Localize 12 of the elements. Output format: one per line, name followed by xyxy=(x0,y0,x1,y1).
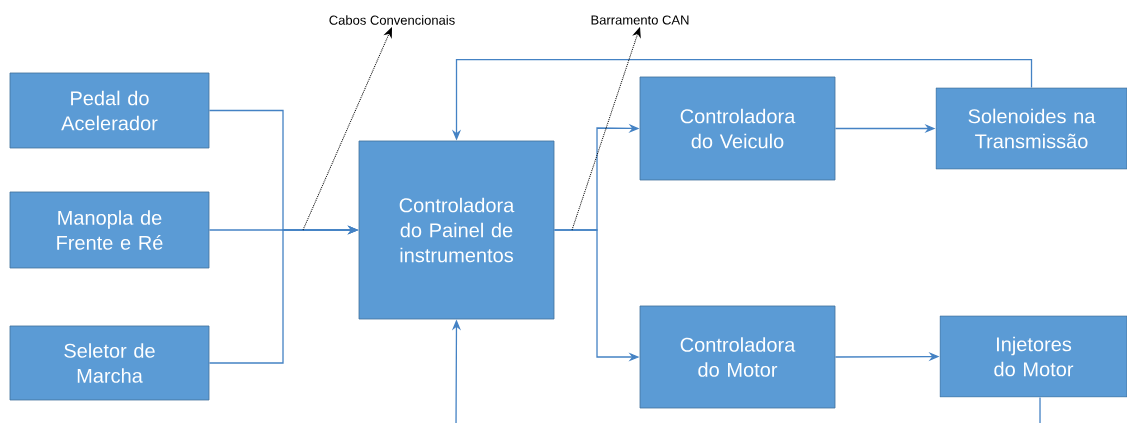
process-box: Injetores do Motor xyxy=(939,315,1127,398)
process-box: Manopla de Frente e Ré xyxy=(9,191,210,269)
process-box: Solenoides na Transmissão xyxy=(935,87,1127,170)
process-box: Controladora do Veiculo xyxy=(639,76,836,181)
callout-label: Barramento CAN xyxy=(591,15,689,25)
leader-line xyxy=(571,27,641,231)
callout-label: Cabos Convencionais xyxy=(329,15,455,25)
leader-line xyxy=(302,27,392,231)
process-box: Controladora do Painel de instrumentos xyxy=(358,140,555,320)
process-box: Pedal do Acelerador xyxy=(9,72,210,149)
process-box: Seletor de Marcha xyxy=(9,325,210,401)
process-box: Controladora do Motor xyxy=(639,305,836,409)
